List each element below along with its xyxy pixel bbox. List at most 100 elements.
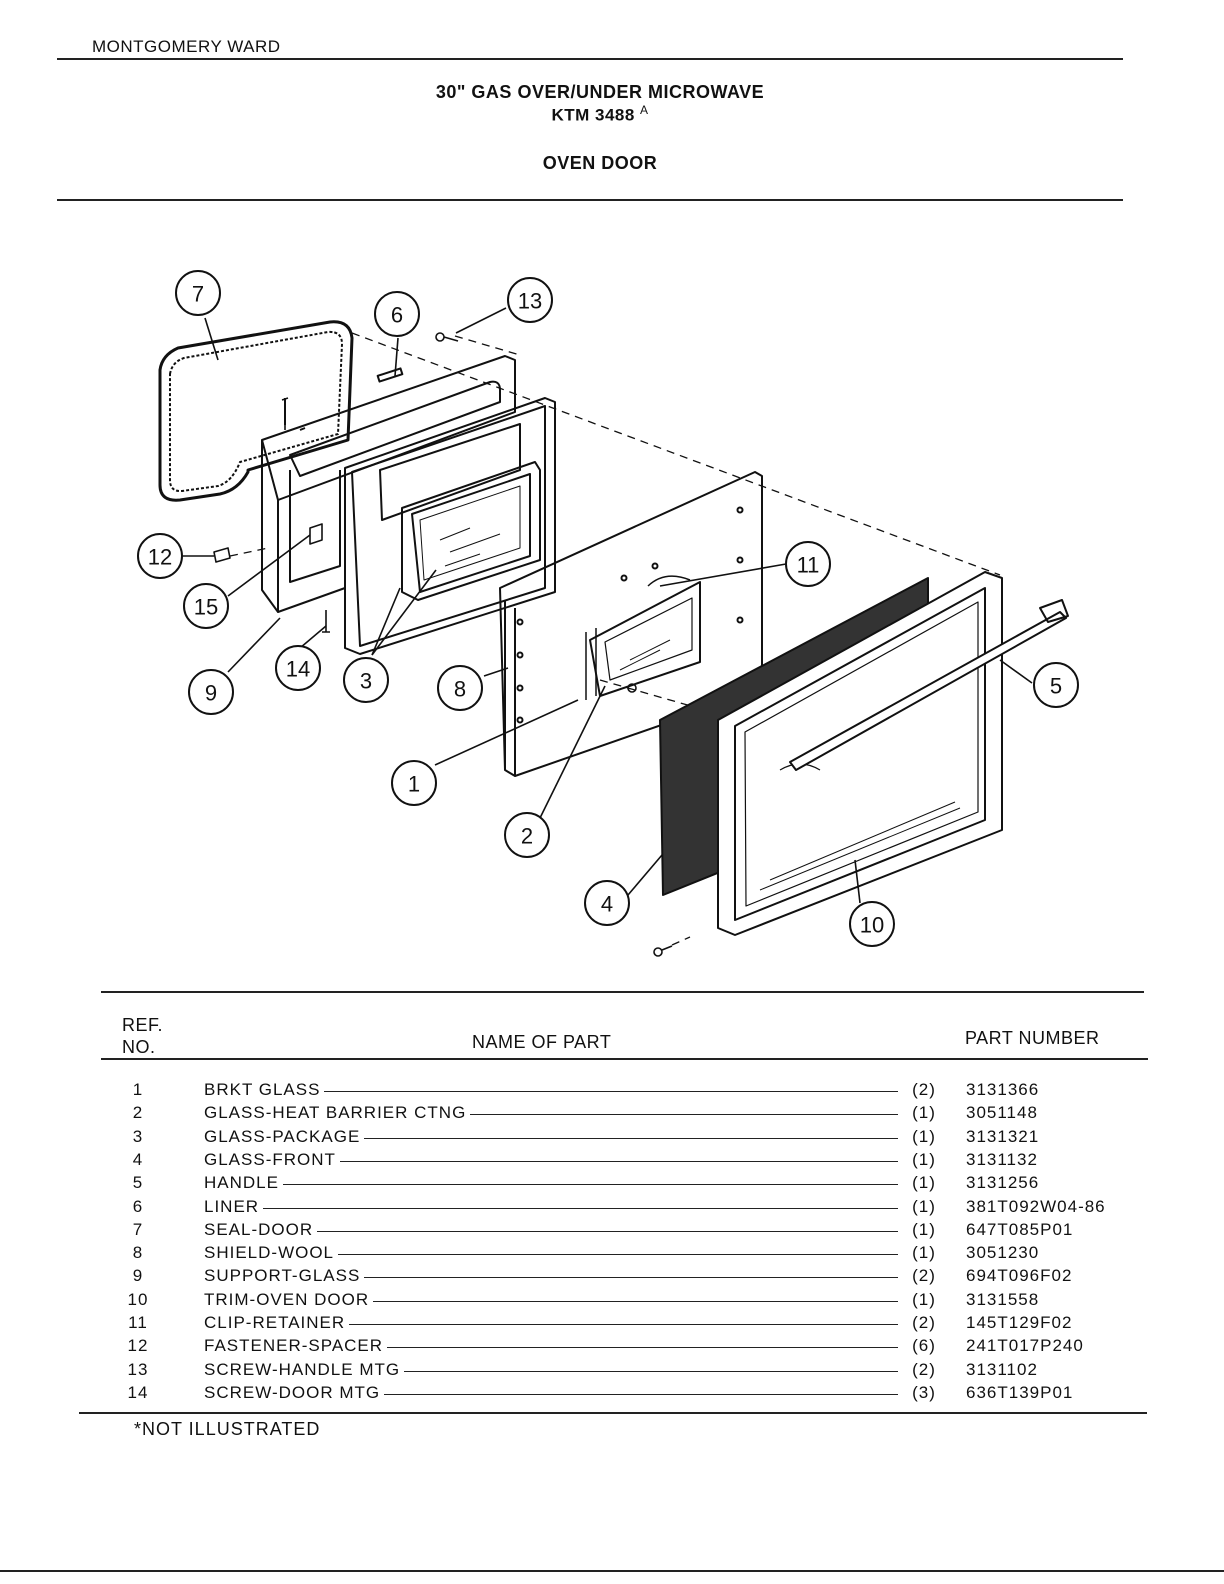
part-quantity: (2): [912, 1359, 936, 1379]
callout-circle: [504, 812, 550, 858]
page-title: 30" GAS OVER/UNDER MICROWAVE: [435, 82, 765, 102]
part-quantity: (1): [912, 1289, 936, 1309]
ref-number: 9: [132, 1266, 144, 1286]
leader-line: [210, 1277, 898, 1279]
callout-label: 6: [391, 303, 403, 328]
leader-line: [210, 1393, 898, 1395]
callout-8: 8: [437, 665, 483, 711]
ref-number: 6: [132, 1196, 144, 1216]
callout-label: 9: [205, 681, 217, 706]
part-name: LINER: [204, 1196, 264, 1217]
part-name: GLASS-PACKAGE: [204, 1126, 365, 1147]
part-name: FASTENER-SPACER: [204, 1336, 388, 1357]
ref-number: 14: [127, 1382, 149, 1402]
part-number: 381T092W04-86: [966, 1196, 1106, 1216]
callout-7: 7: [175, 270, 221, 316]
part-name: SUPPORT-GLASS: [204, 1266, 365, 1287]
part-name: TRIM-OVEN DOOR: [204, 1289, 374, 1310]
leader-line: [210, 1207, 898, 1209]
ref-number: 2: [132, 1103, 144, 1123]
callout-15: 15: [183, 583, 229, 629]
callout-10: 10: [849, 901, 895, 947]
leader-line: [210, 1230, 898, 1232]
ref-number: 1: [132, 1080, 144, 1099]
section-title: OVEN DOOR: [542, 153, 658, 173]
ref-header-line1: REF.: [122, 1015, 164, 1035]
part-number: 636T139P01: [966, 1382, 1074, 1402]
model-suffix: A: [640, 103, 649, 117]
glass-package-drawing: [344, 397, 556, 655]
leader-line: [210, 1300, 898, 1302]
part-number: 3131366: [966, 1080, 1040, 1099]
callout-label: 8: [454, 677, 466, 702]
part-number: 3051148: [966, 1103, 1038, 1123]
part-name: GLASS-FRONT: [204, 1149, 340, 1170]
table-row: 2 GLASS-HEAT BARRIER CTNG (1) 3051148: [0, 1103, 1224, 1126]
leader-line: [210, 1091, 898, 1092]
part-number: 145T129F02: [966, 1313, 1073, 1332]
callout-12: 12: [137, 533, 183, 579]
trim-frame-drawing: [717, 571, 1003, 936]
callout-circle: [188, 669, 234, 715]
callout-6: 6: [374, 291, 420, 337]
ref-header-line2: NO.: [122, 1037, 156, 1057]
ref-number: 12: [127, 1336, 149, 1356]
callout-label: 14: [286, 657, 310, 682]
callout-11: 11: [785, 541, 831, 587]
leader-line: [210, 1347, 898, 1349]
ref-number: 3: [132, 1126, 144, 1146]
header-rule-top: [57, 58, 1123, 60]
part-name: SHIELD-WOOL: [204, 1243, 339, 1264]
model-number: KTM 3488 A: [0, 103, 1200, 126]
handle-drawing: [789, 599, 1069, 771]
model-text: KTM 3488: [551, 105, 635, 125]
header-rule-bottom: [57, 199, 1123, 201]
callout-label: 2: [521, 824, 533, 849]
callout-circle: [183, 583, 229, 629]
callout-3: 3: [343, 657, 389, 703]
ref-number: 4: [132, 1149, 144, 1169]
callout-circle: [785, 541, 831, 587]
part-quantity: (2): [912, 1313, 936, 1332]
callout-1: 1: [391, 760, 437, 806]
callout-label: 12: [148, 545, 172, 570]
ref-number: 8: [132, 1243, 144, 1263]
part-number: 3131132: [966, 1149, 1038, 1169]
callout-14: 14: [275, 645, 321, 691]
door-seal-drawing: [158, 320, 354, 502]
leader-line: [210, 1370, 898, 1372]
ref-number: 5: [132, 1173, 144, 1193]
callout-label: 10: [860, 913, 884, 938]
part-name: SEAL-DOOR: [204, 1219, 318, 1240]
part-number: 3131256: [966, 1173, 1040, 1193]
callout-circle: [1033, 662, 1079, 708]
callout-label: 1: [408, 772, 420, 797]
part-name: HANDLE: [204, 1173, 283, 1194]
leader-line: [210, 1254, 898, 1256]
column-header-part-number: PART NUMBER: [965, 1028, 1100, 1048]
callout-circle: [849, 901, 895, 947]
callout-circle: [437, 665, 483, 711]
footnote: *NOT ILLUSTRATED: [134, 1419, 321, 1439]
callout-label: 11: [797, 553, 820, 578]
part-number: 694T096F02: [966, 1266, 1073, 1286]
leader-line: [210, 1184, 898, 1186]
table-rule-top: [101, 991, 1144, 993]
callout-5: 5: [1033, 662, 1079, 708]
part-name: GLASS-HEAT BARRIER CTNG: [204, 1103, 471, 1124]
part-name: SCREW-HANDLE MTG: [204, 1359, 405, 1380]
callout-label: 3: [360, 669, 372, 694]
part-quantity: (1): [912, 1103, 936, 1123]
brand-name: MONTGOMERY WARD: [92, 37, 281, 56]
